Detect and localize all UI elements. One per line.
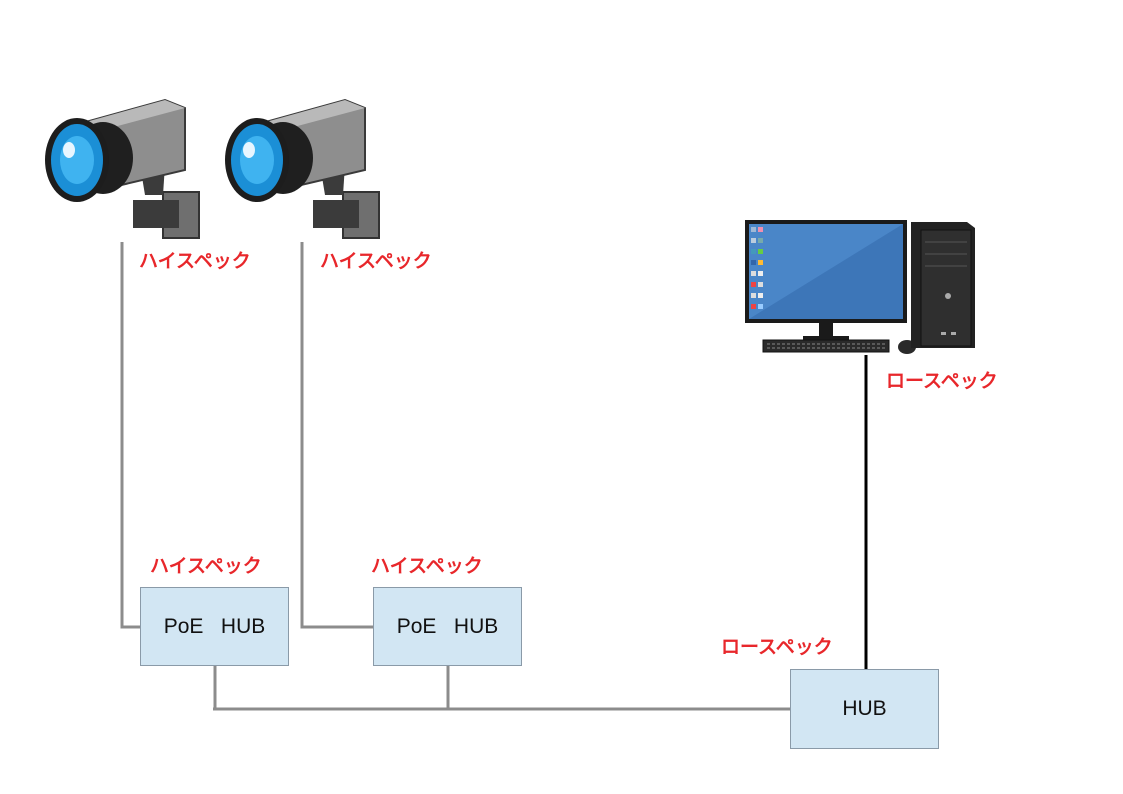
- camera2-spec-label: ハイスペック: [320, 250, 432, 272]
- hub-box: HUB: [790, 669, 939, 749]
- camera1-cable: [120, 242, 141, 629]
- camera1-spec-label: ハイスペック: [139, 250, 251, 272]
- hub1-spec-label: ハイスペック: [150, 555, 262, 577]
- hub2-spec-label: ハイスペック: [371, 555, 483, 577]
- poe-hub-box-1: PoE HUB: [140, 587, 289, 666]
- pc-spec-label: ロースペック: [886, 370, 998, 392]
- camera2-cable: [300, 242, 373, 629]
- poe-hub-box-2: PoE HUB: [373, 587, 522, 666]
- hub3-spec-label: ロースペック: [721, 636, 833, 658]
